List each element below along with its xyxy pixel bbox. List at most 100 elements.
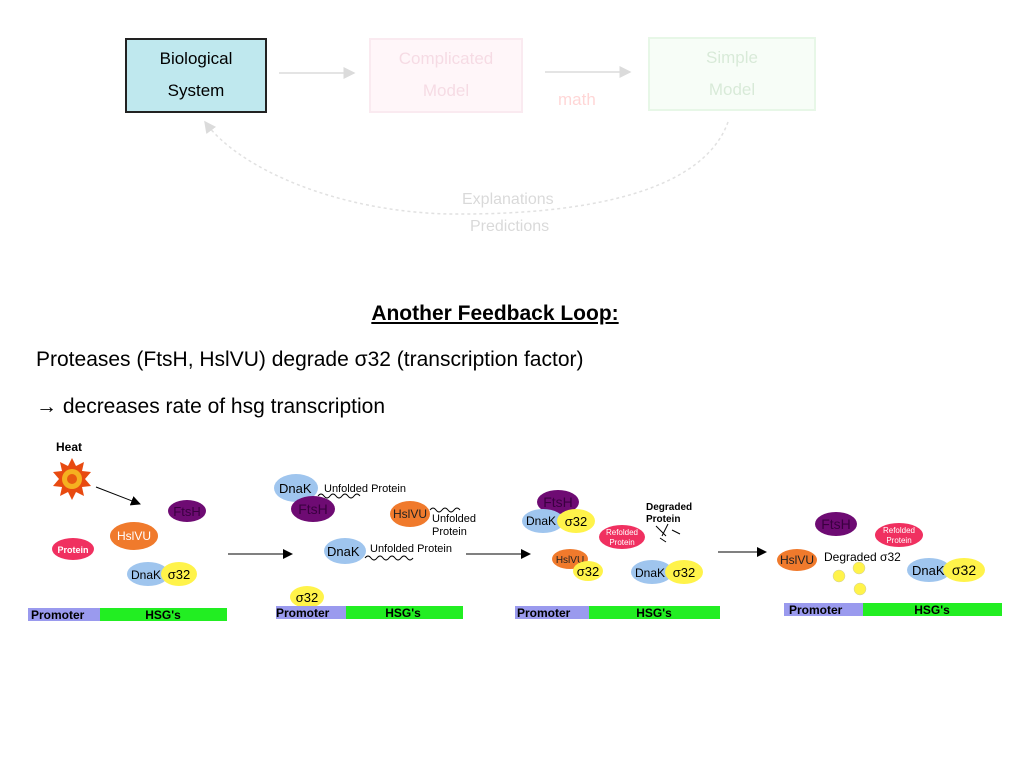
dnak-shape [127,562,169,586]
ftsh-label: FtsH [543,494,573,510]
math-label: math [558,90,596,109]
promoter-bar [28,608,100,621]
ftsh-shape [168,500,206,522]
degraded-label-2: Protein [646,514,680,525]
ftsh-label: FtsH [821,516,851,532]
unfolded-label-2b: Protein [432,526,467,538]
refolded-label-2: Protein [609,538,634,547]
explanations-label: Explanations [462,191,554,208]
protein-label: Protein [57,545,88,555]
hslvu-shape [390,501,430,527]
sigma-label: σ32 [952,562,976,578]
description-line-1: Proteases (FtsH, HslVU) degrade σ32 (tra… [36,348,584,371]
degraded-fragment-3 [853,582,867,596]
panel-4: FtsH Refolded Protein HslVU Degraded σ32… [777,512,1002,617]
refolded-shape [875,523,923,547]
dnak-label-2: DnaK [327,544,360,559]
biological-system-line2: System [167,81,225,100]
biological-system-box: Biological System [125,38,267,113]
promoter-bar [784,603,863,616]
heat-icon [53,458,91,500]
promoter-bar [276,606,346,619]
simple-model-line2: Model [708,80,756,99]
dnak-shape-1 [522,509,564,533]
unfolded-label-2a: Unfolded [432,513,476,525]
degraded-label-1: Degraded [646,502,692,513]
predictions-label: Predictions [470,218,550,235]
refolded-label-1: Refolded [883,526,915,535]
hslvu-label: HslVU [117,529,151,543]
flow-connectors [204,66,729,215]
hsg-bar [863,603,1002,616]
refolded-shape [599,525,645,549]
dnak-shape [907,558,951,582]
degraded-fragment-1 [852,561,866,575]
promoter-label: Promoter [31,608,85,622]
simple-model-line1: Simple [706,48,758,67]
sigma-shape [290,586,324,608]
dnak-shape-2 [324,538,366,564]
sigma-shape-1 [557,509,595,533]
ftsh-shape [291,496,335,522]
feedback-diagram: Heat FtsH HslVU Protein DnaK σ32 Promote… [28,440,1002,622]
promoter-bar [515,606,589,619]
heat-label: Heat [56,440,82,454]
unfolded-label-3: Unfolded Protein [370,543,452,555]
dnak-label-1: DnaK [279,481,312,496]
hslvu-label: HslVU [780,553,814,567]
promoter-label: Promoter [517,606,571,620]
dnak-shape-1 [274,474,318,502]
unfolded-chain-3 [364,555,414,561]
unfolded-chain-2 [429,507,461,513]
hsg-label: HSG's [385,606,421,620]
biological-system-line1: Biological [159,49,233,68]
degraded-fragment-2 [832,569,846,583]
sigma-shape [161,562,197,586]
hslvu-label: HslVU [393,507,427,521]
promoter-label: Promoter [276,606,330,620]
sigma-label: σ32 [296,590,318,605]
dnak-label: DnaK [131,568,161,582]
dnak-label: DnaK [912,563,945,578]
promoter-label: Promoter [789,603,843,617]
panel-3: FtsH DnaK σ32 Degraded Protein Refolded … [515,490,720,620]
dnak-label-1: DnaK [526,514,556,528]
sigma-label-2: σ32 [577,564,599,579]
panel-1: Heat FtsH HslVU Protein DnaK σ32 Promote… [28,440,227,622]
unfolded-label-1: Unfolded Protein [324,483,406,495]
sigma-shape-2 [573,561,603,581]
hsg-bar [589,606,720,619]
complicated-model-line2: Model [422,81,470,100]
hsg-bar [346,606,463,619]
heat-arrow [95,486,141,506]
refolded-label-2: Protein [886,536,911,545]
sigma-label-1: σ32 [565,514,587,529]
hsg-label: HSG's [914,603,950,617]
unfolded-chain-1 [317,493,361,499]
hsg-bar [100,608,227,621]
hslvu-shape [110,522,158,550]
protein-shape [52,538,94,560]
degraded-fragments [655,523,681,543]
hsg-label: HSG's [636,606,672,620]
sigma-label: σ32 [168,567,190,582]
description-line-2: → decreases rate of hsg transcription [36,395,386,418]
panel-2: DnaK Unfolded Protein FtsH HslVU Unfolde… [274,474,476,620]
ftsh-shape [537,490,579,514]
degraded-label: Degraded σ32 [824,550,901,564]
ftsh-label: FtsH [298,501,328,517]
dnak-label-2: DnaK [635,566,665,580]
feedback-curve [204,120,729,215]
simple-model-box: Simple Model [648,37,816,111]
hslvu-label: HslVU [556,555,584,566]
sigma-label-3: σ32 [673,565,695,580]
refolded-label-1: Refolded [606,528,638,537]
ftsh-label: FtsH [173,504,200,519]
sigma-shape-3 [665,560,703,584]
dnak-shape-2 [631,560,673,584]
section-heading: Another Feedback Loop: [371,302,619,325]
hsg-label: HSG's [145,608,181,622]
complicated-model-line1: Complicated [398,49,494,68]
sigma-shape [943,558,985,582]
hslvu-shape [777,549,817,571]
